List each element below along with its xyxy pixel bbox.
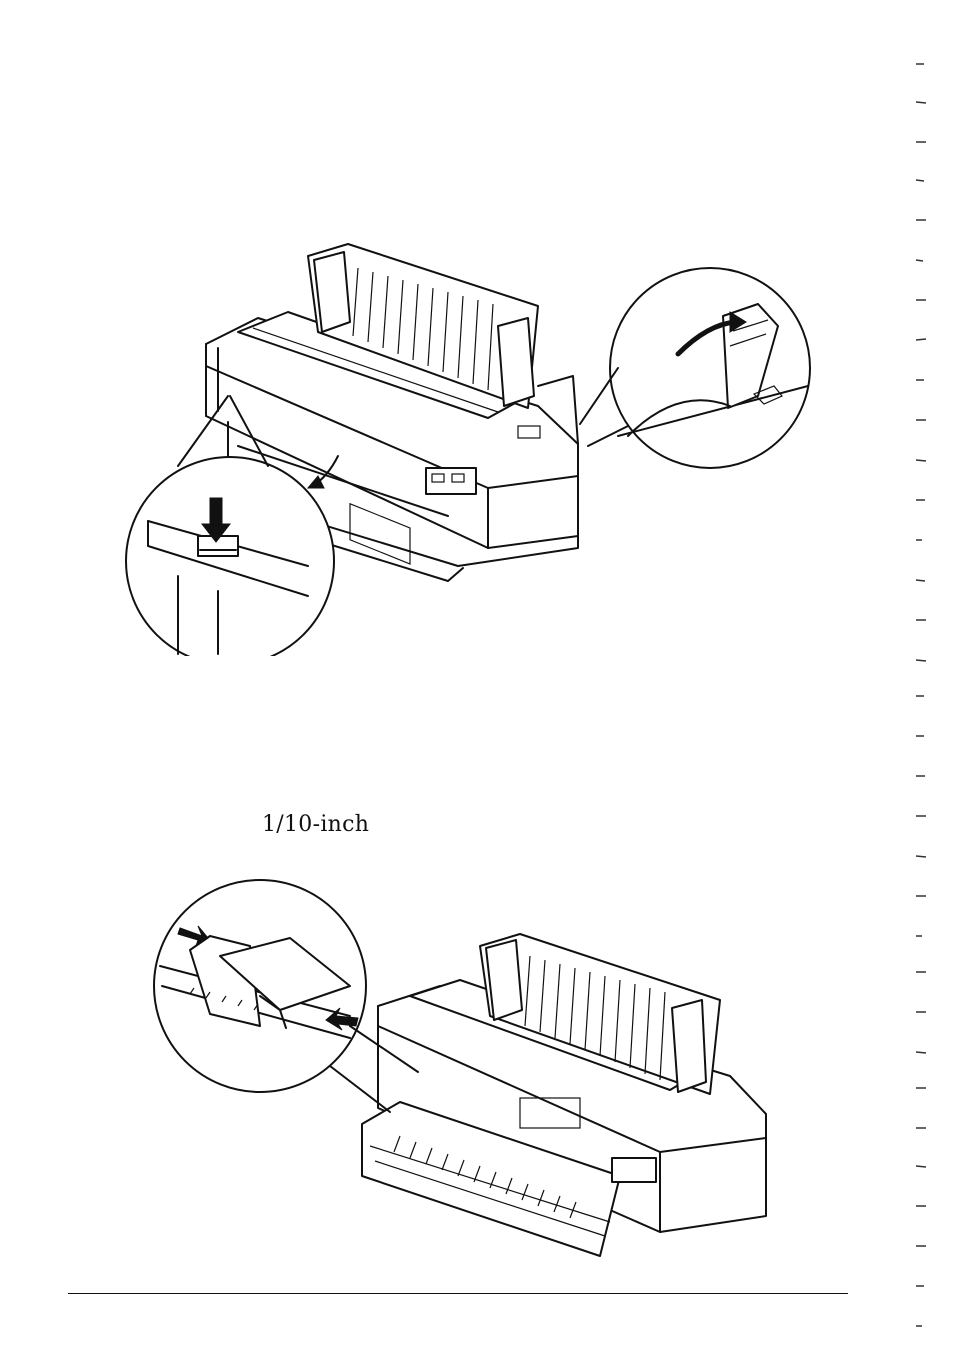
caption-text: 1/10-inch — [262, 812, 369, 837]
printer-bottom-drawing — [150, 876, 780, 1266]
printer-paper-guide-illustration — [150, 876, 780, 1266]
page-edge-marks — [912, 56, 936, 1346]
edge-marks-drawing — [912, 56, 936, 1346]
printer-top-drawing — [118, 236, 818, 656]
footer-rule — [68, 1293, 848, 1294]
printer-release-lever-illustration — [118, 236, 818, 656]
